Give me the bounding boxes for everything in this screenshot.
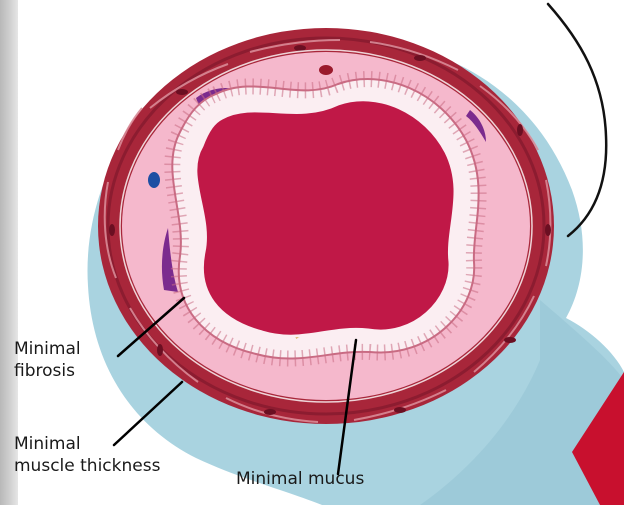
blood-vessel-red xyxy=(319,65,333,75)
label-fibrosis-line2: fibrosis xyxy=(14,360,81,382)
label-muscle-line2: muscle thickness xyxy=(14,455,160,477)
blood-vessel-blue xyxy=(148,172,160,188)
label-minimal-muscle-thickness: Minimal muscle thickness xyxy=(14,433,160,477)
label-minimal-fibrosis: Minimal fibrosis xyxy=(14,338,81,382)
label-minimal-mucus: Minimal mucus xyxy=(236,468,364,490)
label-fibrosis-line1: Minimal xyxy=(14,338,81,360)
airway-lumen xyxy=(196,100,455,336)
label-muscle-line1: Minimal xyxy=(14,433,160,455)
